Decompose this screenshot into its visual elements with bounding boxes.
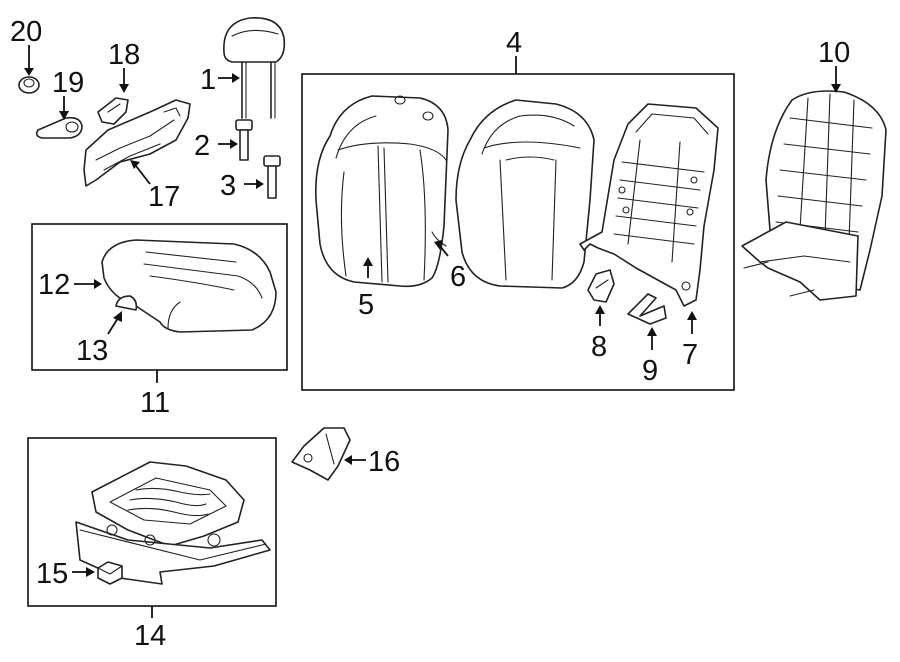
callout-8: 8 [591, 331, 607, 363]
cushion-cover-part-13[interactable] [115, 295, 138, 311]
callout-7: 7 [682, 339, 698, 371]
callout-16: 16 [368, 446, 400, 478]
switch-part-15[interactable] [97, 561, 123, 585]
callout-5: 5 [358, 289, 374, 321]
callout-19: 19 [52, 67, 84, 99]
side-shield-part-17[interactable] [83, 99, 191, 187]
callout-17: 17 [148, 181, 180, 213]
callout-1: 1 [200, 64, 216, 96]
callout-14: 14 [134, 620, 166, 652]
seat-back-frame-part-7[interactable] [579, 103, 719, 307]
callout-13: 13 [76, 335, 108, 367]
clip-part-8[interactable] [587, 269, 615, 303]
cover-clip-part-6[interactable] [431, 231, 447, 247]
bolt-part-2[interactable] [235, 119, 253, 161]
callout-20: 20 [10, 16, 42, 48]
callout-10: 10 [818, 37, 850, 69]
callout-2: 2 [194, 130, 210, 162]
callout-6: 6 [450, 261, 466, 293]
seat-back-cover-part-5[interactable] [314, 95, 449, 288]
callout-11: 11 [140, 387, 170, 419]
callout-12: 12 [38, 269, 70, 301]
seat-back-group-box [301, 73, 735, 391]
bracket-part-16[interactable] [291, 427, 351, 481]
cushion-pad-part-12[interactable] [101, 239, 277, 333]
callout-4: 4 [506, 27, 522, 59]
clip-part-9[interactable] [627, 293, 667, 325]
callout-15: 15 [36, 558, 68, 590]
callout-9: 9 [642, 355, 658, 387]
callout-18: 18 [108, 39, 140, 71]
seat-back-pad[interactable] [455, 99, 595, 289]
bolt-part-3[interactable] [263, 155, 281, 199]
callout-3: 3 [220, 170, 236, 202]
clip-part-18[interactable] [97, 97, 129, 125]
seat-back-panel-part-10[interactable] [741, 90, 887, 301]
headrest-part-1[interactable] [223, 17, 286, 119]
cushion-group-box [31, 223, 288, 371]
plug-part-20[interactable] [18, 76, 40, 94]
knob-part-19[interactable] [35, 116, 83, 139]
